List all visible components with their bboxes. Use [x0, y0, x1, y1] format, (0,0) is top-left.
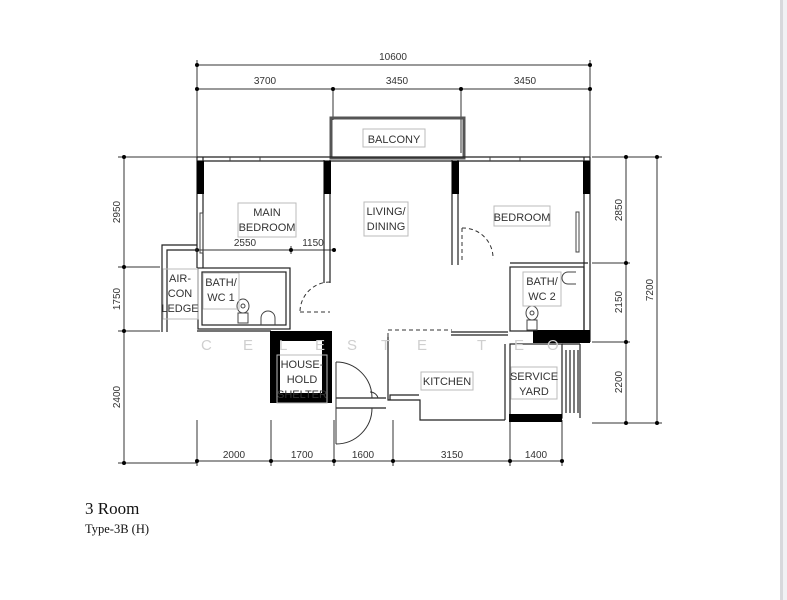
- room-labels: BALCONY MAIN BEDROOM LIVING/ DINING BEDR…: [161, 134, 558, 401]
- dim-top-2: 3450: [386, 76, 409, 87]
- label-bath2-line2: WC 2: [528, 291, 556, 303]
- dim-overall-depth: 7200: [645, 278, 656, 301]
- svg-text:S: S: [347, 337, 357, 354]
- label-aircon-line3: LEDGE: [161, 303, 198, 315]
- label-shelter-line2: HOLD: [287, 374, 318, 386]
- svg-text:C: C: [201, 337, 212, 354]
- svg-text:O: O: [547, 337, 559, 354]
- svg-text:E: E: [315, 337, 325, 354]
- label-shelter-line3: SHELTER: [277, 389, 327, 401]
- dim-bottom-5: 1400: [525, 450, 548, 461]
- plan-subtitle: Type-3B (H): [85, 522, 150, 536]
- label-living-line1: LIVING/: [366, 206, 406, 218]
- svg-text:E: E: [417, 337, 427, 354]
- svg-text:L: L: [279, 337, 287, 354]
- dim-overall-width: 10600: [379, 52, 407, 63]
- sanitary-fixtures: [236, 271, 576, 331]
- label-bath1-line2: WC 1: [207, 292, 235, 304]
- label-bath1-line1: BATH/: [205, 277, 238, 289]
- plan-title: 3 Room: [85, 499, 140, 518]
- label-main-bedroom-line1: MAIN: [253, 207, 281, 219]
- page-edge: [780, 0, 783, 600]
- dim-left-1: 2950: [112, 200, 123, 223]
- dim-left-2: 1750: [112, 287, 123, 310]
- label-boxes: [162, 128, 562, 404]
- label-shelter-line1: HOUSE-: [281, 359, 324, 371]
- dim-left-3: 2400: [112, 385, 123, 408]
- dim-top-1: 3700: [254, 76, 277, 87]
- svg-text:E: E: [514, 337, 524, 354]
- label-aircon-line1: AIR-: [169, 273, 191, 285]
- svg-text:E: E: [243, 337, 253, 354]
- dimension-dots: [122, 63, 659, 465]
- dim-right-2: 2150: [614, 290, 625, 313]
- watermark: C E L E S T E T E O: [201, 337, 559, 354]
- dim-right-1: 2850: [614, 198, 625, 221]
- svg-text:T: T: [477, 337, 486, 354]
- label-service-line1: SERVICE: [510, 371, 558, 383]
- label-bath2-line1: BATH/: [526, 276, 559, 288]
- door-swings: [299, 227, 494, 337]
- entrance-door: [335, 361, 379, 445]
- dim-bottom-3: 1600: [352, 450, 375, 461]
- wall-outlines: [161, 116, 591, 421]
- label-balcony: BALCONY: [368, 134, 421, 146]
- label-living-line2: DINING: [367, 221, 406, 233]
- dimension-lines: [118, 60, 662, 466]
- dim-bottom-2: 1700: [291, 450, 314, 461]
- dim-right-3: 2200: [614, 370, 625, 393]
- dim-inner-2: 1150: [302, 238, 324, 249]
- label-aircon-line2: CON: [168, 288, 193, 300]
- dim-bottom-1: 2000: [223, 450, 246, 461]
- page-edge-shadow: [783, 0, 787, 600]
- svg-text:T: T: [381, 337, 390, 354]
- label-service-line2: YARD: [519, 386, 549, 398]
- windows: [199, 157, 580, 254]
- dim-bottom-4: 3150: [441, 450, 464, 461]
- dim-top-3: 3450: [514, 76, 537, 87]
- dim-inner-1: 2550: [234, 238, 257, 249]
- label-main-bedroom-line2: BEDROOM: [239, 222, 296, 234]
- label-bedroom: BEDROOM: [494, 212, 551, 224]
- label-kitchen: KITCHEN: [423, 376, 471, 388]
